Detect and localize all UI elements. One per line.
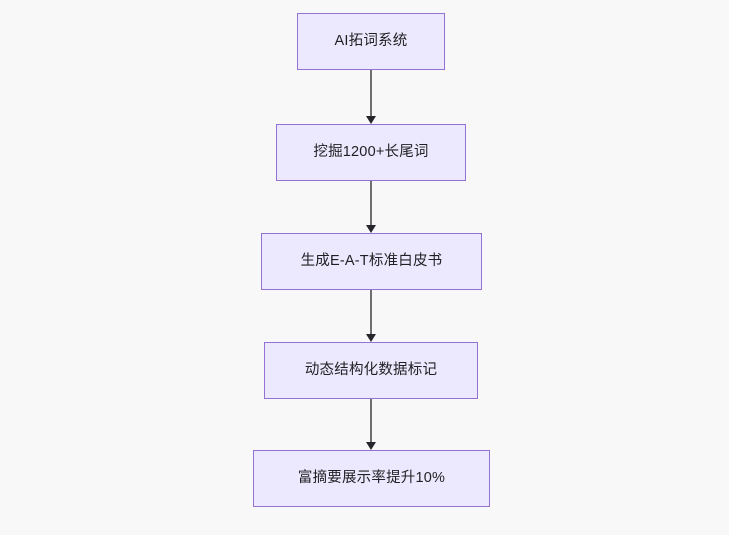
flowchart-node-1-label: AI拓词系统: [334, 33, 408, 50]
arrowhead-down-icon: [366, 334, 376, 342]
flowchart-connector-2: [364, 181, 378, 233]
flowchart-node-3-label: 生成E-A-T标准白皮书: [300, 253, 443, 270]
flowchart-node-5-label: 富摘要展示率提升10%: [297, 470, 446, 487]
flowchart-connector-1: [364, 70, 378, 124]
flowchart-node-1[interactable]: AI拓词系统: [297, 13, 445, 70]
flowchart-node-3[interactable]: 生成E-A-T标准白皮书: [261, 233, 482, 290]
connector-line: [369, 290, 373, 335]
flowchart-node-4-label: 动态结构化数据标记: [304, 362, 438, 379]
connector-line: [369, 181, 373, 226]
arrowhead-down-icon: [366, 116, 376, 124]
flowchart-connector-3: [364, 290, 378, 342]
arrowhead-down-icon: [366, 225, 376, 233]
connector-line: [369, 70, 373, 117]
connector-line: [369, 399, 373, 443]
arrowhead-down-icon: [366, 442, 376, 450]
flowchart-node-5[interactable]: 富摘要展示率提升10%: [253, 450, 490, 507]
flowchart-node-2-label: 挖掘1200+长尾词: [313, 144, 429, 161]
flowchart-node-4[interactable]: 动态结构化数据标记: [264, 342, 478, 399]
flowchart-connector-4: [364, 399, 378, 450]
flowchart-node-2[interactable]: 挖掘1200+长尾词: [276, 124, 466, 181]
